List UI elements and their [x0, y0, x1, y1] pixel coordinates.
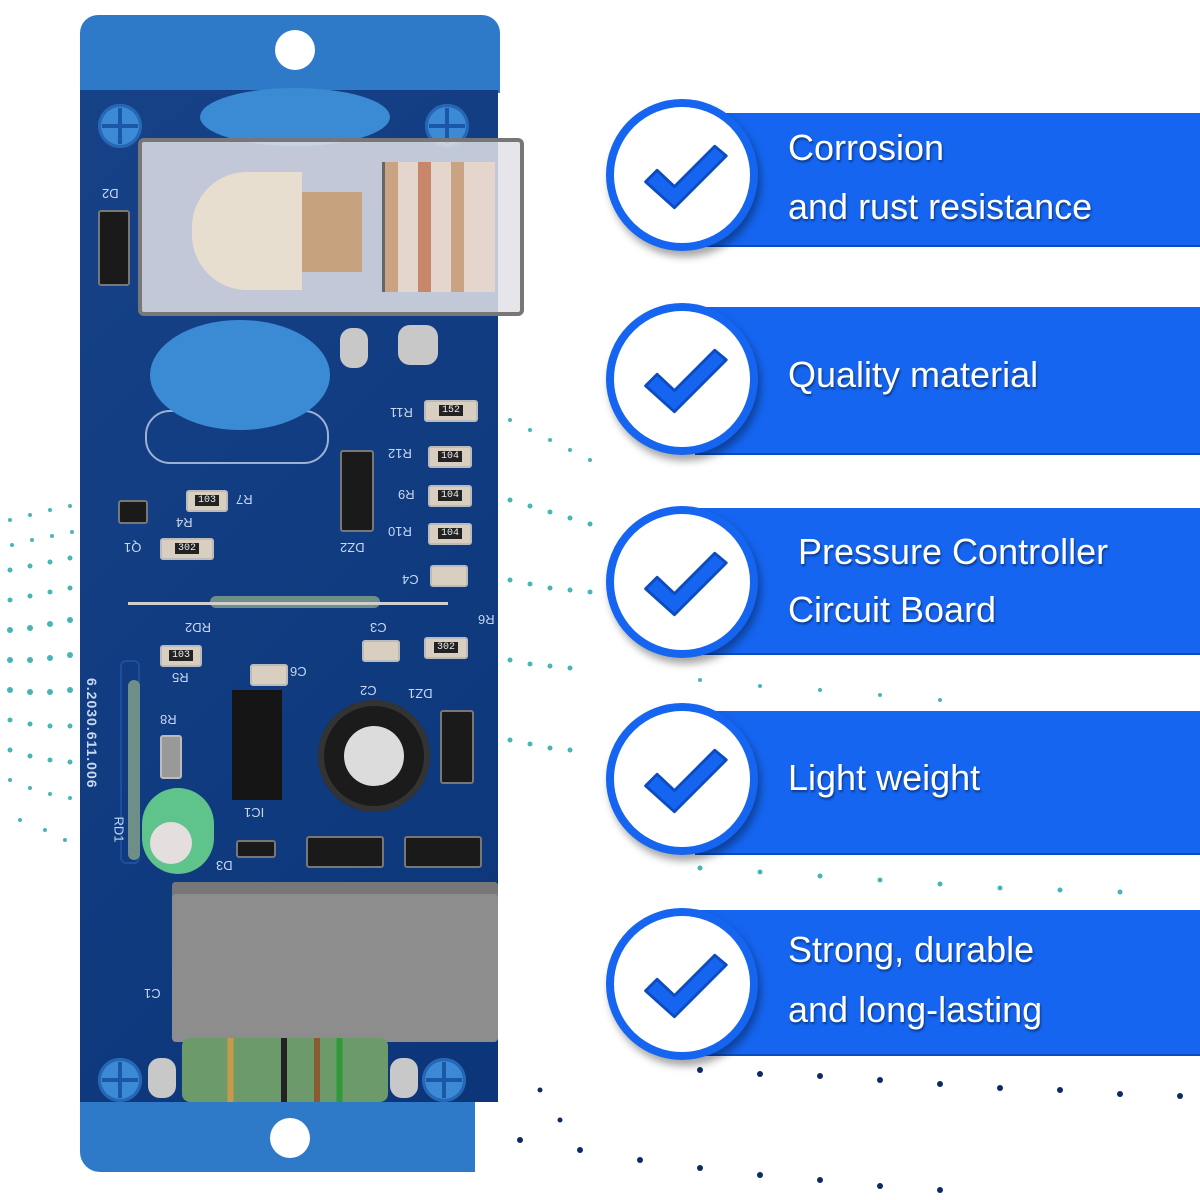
- checkmark-icon: [644, 348, 728, 414]
- label-c3: C3: [370, 620, 387, 635]
- power-resistor: [182, 1038, 388, 1102]
- label-rd2: RD2: [185, 620, 212, 635]
- check-circle: [606, 908, 758, 1060]
- label-r6: R6: [478, 612, 495, 627]
- feature-item: Quality material: [600, 297, 1200, 457]
- resistor-r5: 103: [160, 645, 202, 667]
- relay: [138, 138, 524, 316]
- capacitor-c6: [250, 664, 288, 686]
- label-d2: D2: [102, 186, 119, 201]
- solder-pad: [390, 1058, 418, 1098]
- label-r11: R11: [390, 405, 413, 420]
- ic1-chip: [232, 690, 282, 800]
- label-c1: C1: [144, 986, 161, 1001]
- feature-text-line1: Pressure Controller: [788, 531, 1109, 572]
- label-c4: C4: [402, 572, 419, 587]
- smd-diode-right: [404, 836, 482, 868]
- resistor-r9: 104: [428, 485, 472, 507]
- reed-switch-rd1: [128, 680, 140, 860]
- label-r5: R5: [172, 670, 189, 685]
- diode-d2: [98, 210, 130, 286]
- feature-text-line2: and long-lasting: [788, 989, 1043, 1030]
- resistor-r11: 152: [424, 400, 478, 422]
- feature-list: Corrosion and rust resistance Quality ma…: [600, 0, 1200, 1200]
- zener-dz1: [440, 710, 474, 784]
- label-rd1: RD1: [111, 816, 127, 843]
- label-r10: R10: [388, 524, 412, 539]
- feature-item: Corrosion and rust resistance: [600, 93, 1200, 253]
- label-dz2: DZ2: [340, 540, 365, 555]
- screw-bottom-right: [422, 1058, 466, 1102]
- feature-banner: [695, 113, 1200, 245]
- checkmark-icon: [644, 748, 728, 814]
- label-r8: R8: [160, 712, 177, 727]
- circuit-board-photo: D2 152 R11 104 R12 104 R9 104 R10 DZ2 10…: [80, 15, 524, 1172]
- capacitor-c4: [430, 565, 468, 587]
- solder-pad: [398, 325, 438, 365]
- label-r12: R12: [388, 446, 412, 461]
- label-d3: D3: [216, 858, 233, 873]
- feature-text-line1: Quality material: [788, 354, 1039, 395]
- label-q1: Q1: [124, 540, 142, 555]
- checkmark-icon: [644, 551, 728, 617]
- feature-banner: [695, 910, 1200, 1054]
- blue-disc-capacitor-mid: [150, 320, 330, 430]
- feature-text-line1: Corrosion: [788, 127, 945, 168]
- mounting-hole-top: [275, 30, 315, 70]
- feature-banner: [695, 508, 1200, 653]
- label-ic1: IC1: [244, 805, 265, 820]
- reed-lead: [128, 602, 448, 605]
- smd-diode-left: [306, 836, 384, 868]
- x2-film-capacitor-c1: [172, 882, 498, 1042]
- label-c2: C2: [360, 683, 377, 698]
- capacitor-c3: [362, 640, 400, 662]
- feature-item: Light weight: [600, 697, 1200, 857]
- diode-d3: [236, 840, 276, 858]
- feature-text-line1: Light weight: [788, 757, 981, 798]
- resistor-r4: 302: [160, 538, 214, 560]
- feature-text-line1: Strong, durable: [788, 929, 1035, 970]
- part-number: 6.2030.611.006: [84, 678, 100, 789]
- solder-pad: [148, 1058, 176, 1098]
- feature-text-line2: Circuit Board: [788, 589, 997, 630]
- checkmark-icon: [644, 144, 728, 210]
- check-circle: [606, 703, 758, 855]
- resistor-r12: 104: [428, 446, 472, 468]
- check-circle: [606, 99, 758, 251]
- check-circle: [606, 506, 758, 658]
- label-c6: C6: [290, 664, 307, 679]
- label-r9: R9: [398, 487, 415, 502]
- checkmark-icon: [644, 953, 728, 1019]
- feature-text-line2: and rust resistance: [788, 186, 1093, 227]
- zener-dz2: [340, 450, 374, 532]
- label-dz1: DZ1: [408, 686, 433, 701]
- screw-top-left: [98, 104, 142, 148]
- feature-banner: [695, 307, 1200, 453]
- solder-pad: [340, 328, 368, 368]
- feature-banner: [695, 711, 1200, 853]
- screw-bottom-left: [98, 1058, 142, 1102]
- label-r4: R4: [176, 515, 193, 530]
- feature-item: Pressure Controller Circuit Board: [600, 500, 1200, 660]
- electrolytic-capacitor-c2: [318, 700, 430, 812]
- check-circle: [606, 303, 758, 455]
- label-r7: R7: [236, 492, 253, 507]
- mounting-hole-bottom: [270, 1118, 310, 1158]
- blue-disc-capacitor-top: [200, 88, 390, 146]
- resistor-r6: 302: [424, 637, 468, 659]
- green-electrolytic-capacitor: [142, 788, 214, 874]
- resistor-r8: [160, 735, 182, 779]
- transistor-q1: [118, 500, 148, 524]
- resistor-r7: 103: [186, 490, 228, 512]
- resistor-r10: 104: [428, 523, 472, 545]
- feature-item: Strong, durable and long-lasting: [600, 902, 1200, 1062]
